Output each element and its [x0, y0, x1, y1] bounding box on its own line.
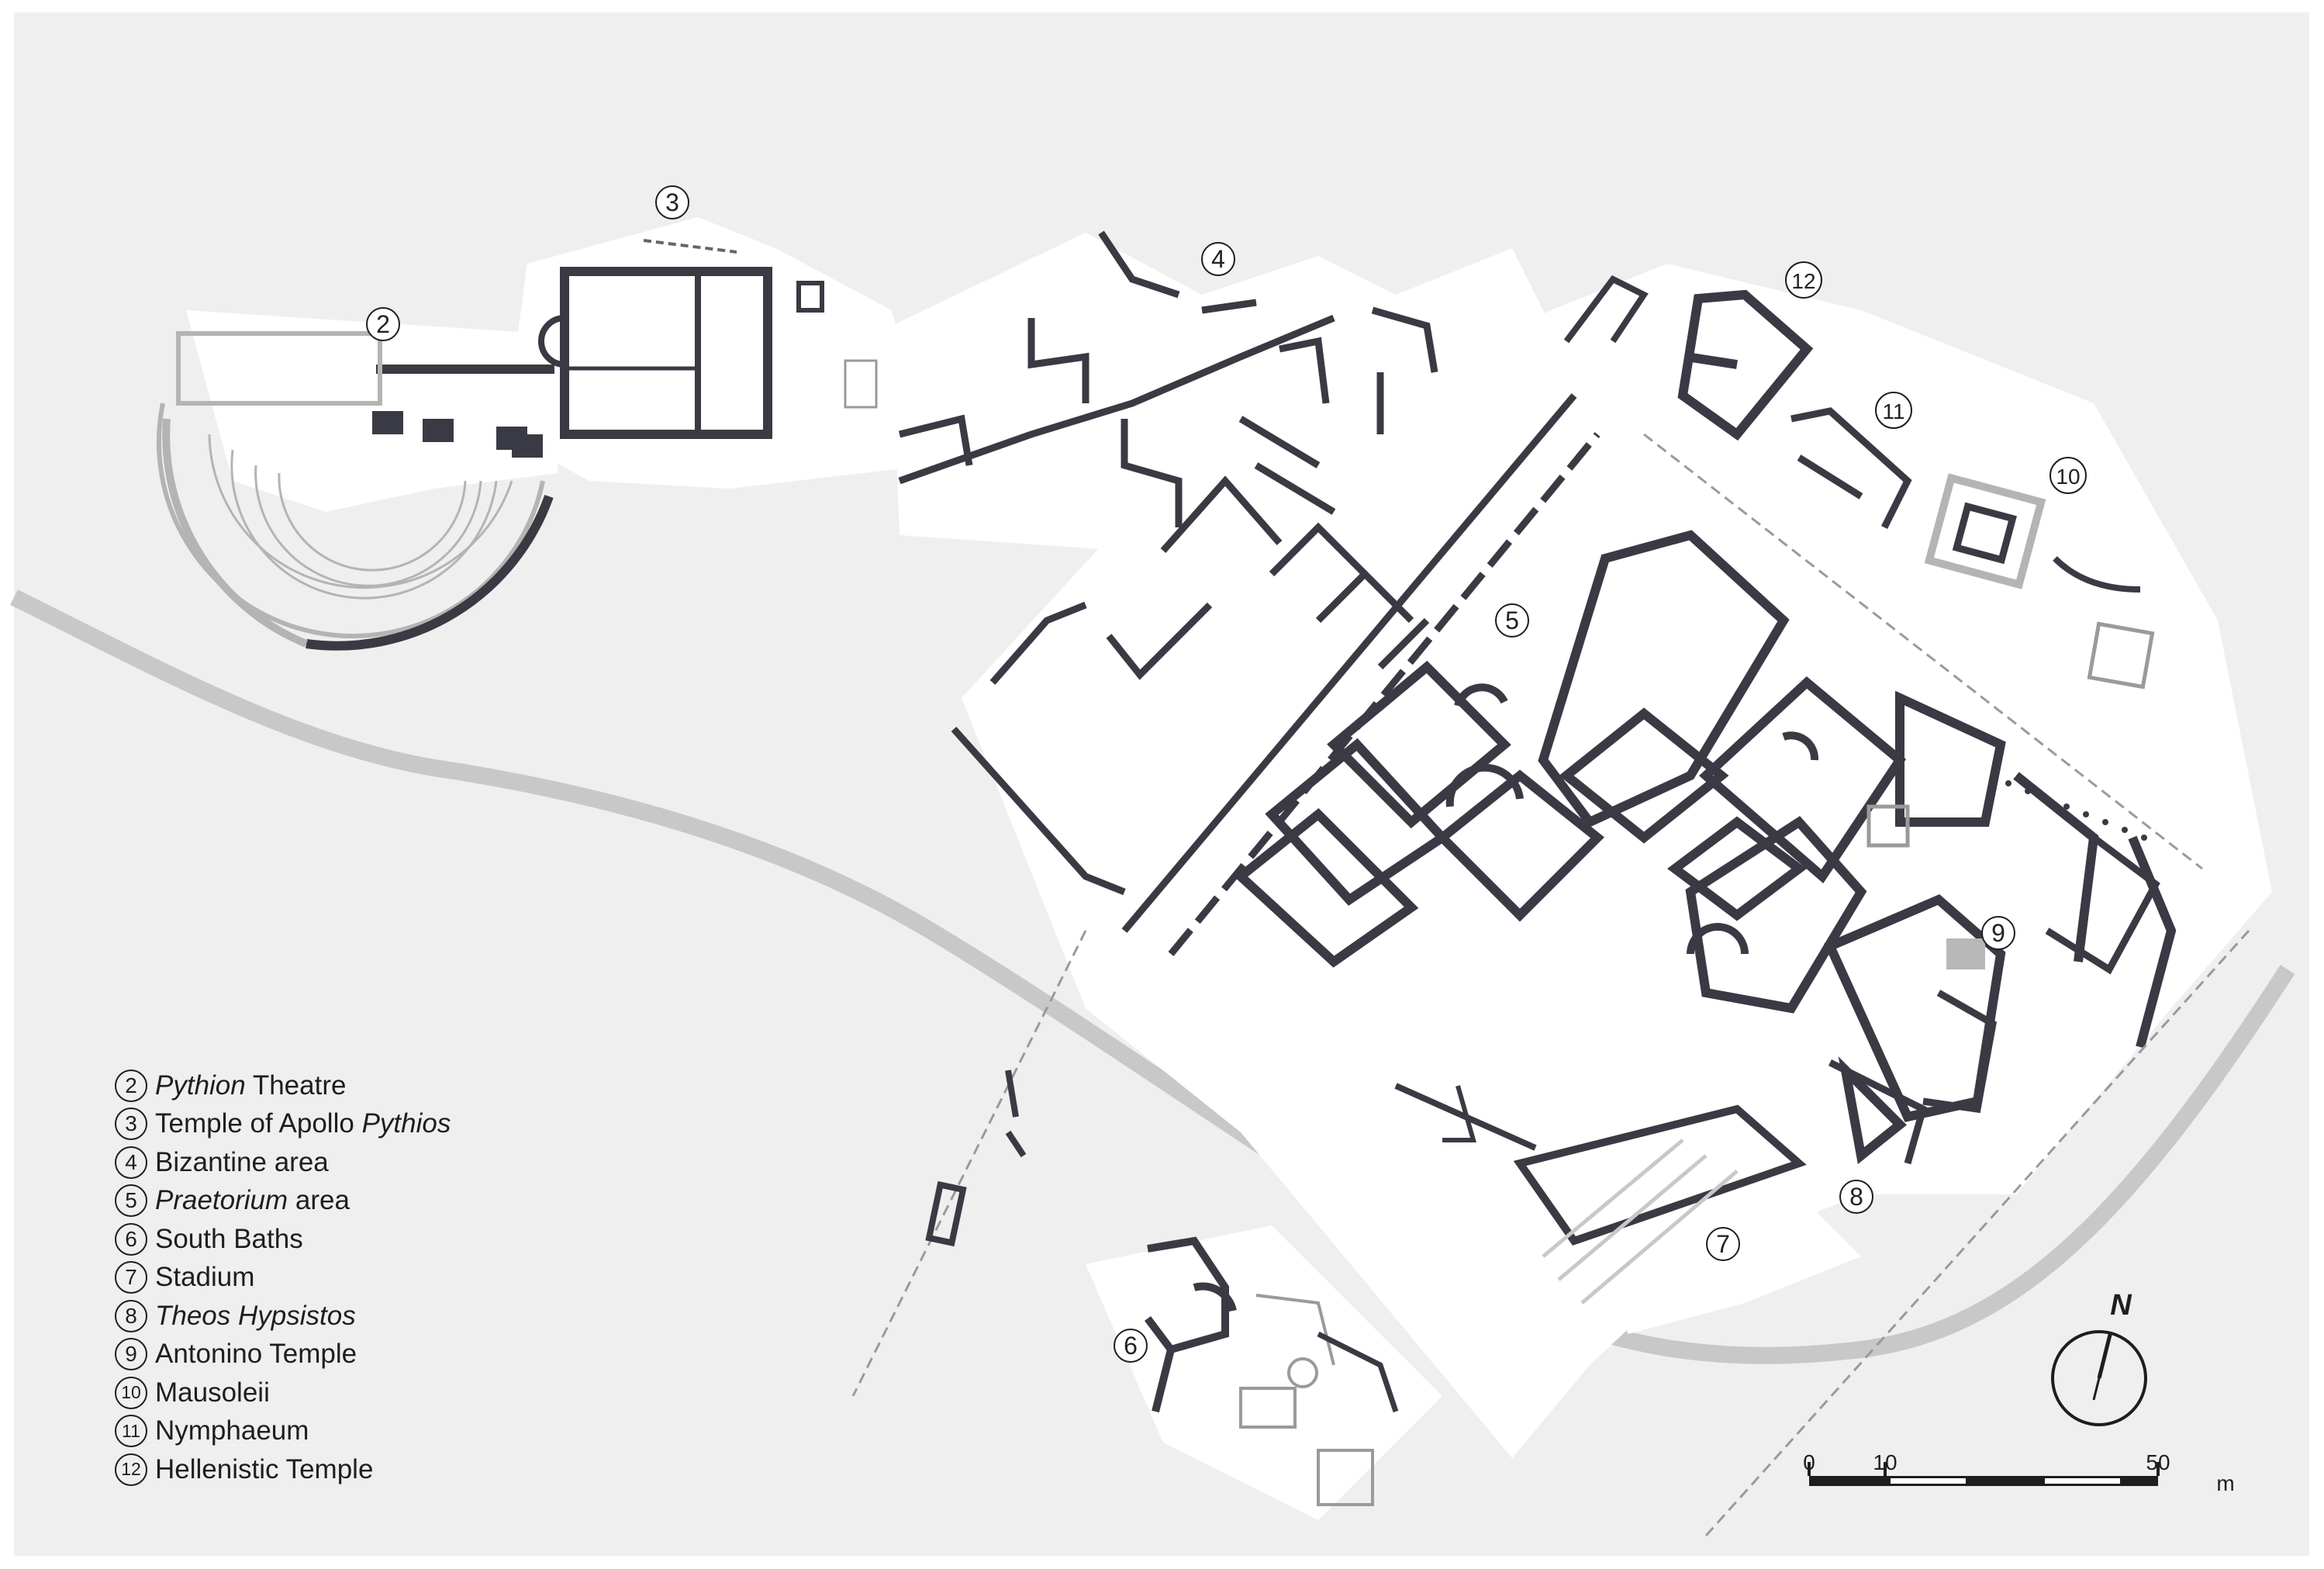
legend-item-7: 7 Stadium	[115, 1259, 658, 1298]
temple-of-apollo	[538, 239, 878, 439]
antonino-colonnade	[2005, 780, 2147, 841]
legend-number: 7	[115, 1261, 147, 1294]
scale-tick-0: 0	[1803, 1450, 1815, 1474]
legend-item-4: 4 Bizantine area	[115, 1143, 658, 1182]
legend-number: 8	[115, 1299, 147, 1332]
praetorium-apses	[1445, 683, 1819, 955]
legend-item-2: 2 Pythion Theatre	[115, 1066, 658, 1105]
legend-item-10: 10 Mausoleii	[115, 1374, 658, 1412]
road-fragments	[925, 1070, 1027, 1247]
site-number-labels: 2 3 4 5 6 7 8	[366, 185, 2087, 1363]
legend-number: 12	[115, 1453, 147, 1486]
svg-text:7: 7	[1716, 1230, 1730, 1258]
svg-text:4: 4	[1211, 245, 1225, 273]
north-label: N	[2110, 1289, 2132, 1322]
svg-text:10: 10	[2056, 465, 2080, 489]
legend-item-11: 11 Nymphaeum	[115, 1412, 658, 1451]
north-arrow: N	[2051, 1289, 2147, 1426]
legend-number: 9	[115, 1338, 147, 1371]
legend-item-8: 8 Theos Hypsistos	[115, 1297, 658, 1336]
legend-item-12: 12 Hellenistic Temple	[115, 1450, 658, 1489]
courtyard-square	[1866, 804, 1910, 848]
praetorium-buildings	[1233, 530, 2177, 1164]
site-label-12: 12	[1785, 261, 1822, 299]
svg-text:12: 12	[1791, 269, 1815, 293]
legend-item-3: 3 Temple of Apollo Pythios	[115, 1105, 658, 1144]
scale-tick-50: 50	[2146, 1450, 2170, 1474]
legend-number: 5	[115, 1184, 147, 1218]
site-label-3: 3	[655, 185, 689, 219]
site-label-7: 7	[1706, 1227, 1740, 1261]
svg-text:11: 11	[1882, 399, 1904, 423]
north-fragment	[1563, 275, 1649, 344]
legend: 2 Pythion Theatre 3 Temple of Apollo Pyt…	[115, 1066, 658, 1489]
south-baths	[1145, 1236, 1399, 1506]
legend-number: 11	[115, 1415, 147, 1448]
pythion-theatre	[156, 331, 554, 651]
site-label-11: 11	[1875, 392, 1912, 429]
legend-number: 3	[115, 1108, 147, 1141]
site-label-6: 6	[1114, 1329, 1148, 1363]
modern-road	[10, 589, 2295, 1364]
stadium	[1394, 1083, 1807, 1305]
site-label-5: 5	[1495, 603, 1529, 638]
svg-text:3: 3	[665, 188, 679, 216]
svg-text:8: 8	[1849, 1183, 1863, 1211]
hellenistic-temple	[1677, 289, 1814, 441]
mausoleii	[1924, 473, 2155, 689]
antonino-temple	[1828, 835, 2160, 1165]
south-baths-zone	[1086, 1225, 1442, 1520]
antonino-podium	[1946, 938, 1985, 969]
legend-number: 4	[115, 1146, 147, 1179]
svg-text:5: 5	[1505, 607, 1519, 634]
nymphaeum	[1790, 407, 1912, 530]
legend-item-5: 5 Praetorium area	[115, 1182, 658, 1221]
stadium-zone	[1551, 1163, 1861, 1334]
legend-number: 2	[115, 1069, 147, 1102]
scale-bar: 0 10 50 m	[1803, 1450, 2234, 1495]
praetorium-street	[951, 393, 1601, 956]
site-label-2: 2	[366, 307, 400, 341]
legend-item-6: 6 South Baths	[115, 1220, 658, 1259]
legend-item-9: 9 Antonino Temple	[115, 1336, 658, 1374]
scale-tick-10: 10	[1873, 1450, 1897, 1474]
site-label-9: 9	[1981, 916, 2015, 950]
scale-unit: m	[2216, 1471, 2234, 1495]
legend-number: 6	[115, 1222, 147, 1256]
svg-text:6: 6	[1124, 1332, 1138, 1360]
site-label-10: 10	[2049, 457, 2087, 494]
site-label-4: 4	[1201, 242, 1235, 276]
survey-lines	[851, 433, 2250, 1537]
legend-number: 10	[115, 1376, 147, 1409]
bizantine-area-walls	[898, 230, 1438, 527]
svg-text:9: 9	[1991, 919, 2005, 947]
site-label-8: 8	[1839, 1180, 1873, 1214]
svg-text:2: 2	[376, 310, 390, 338]
